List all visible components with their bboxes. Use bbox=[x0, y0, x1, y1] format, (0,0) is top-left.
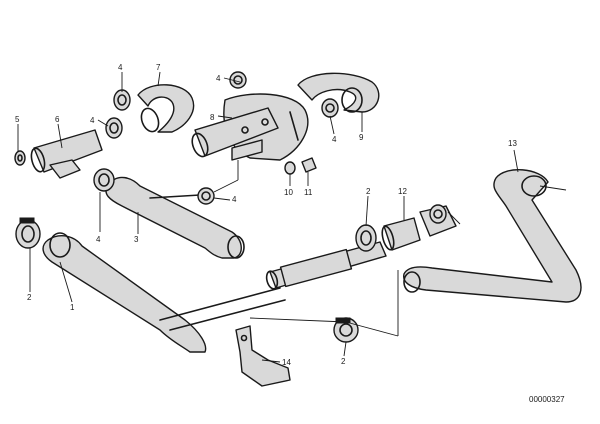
hose-1[interactable] bbox=[42, 232, 286, 353]
clamp-4-c[interactable] bbox=[93, 168, 115, 192]
callout-4-b: 4 bbox=[90, 116, 95, 125]
valve-assembly[interactable] bbox=[189, 93, 309, 161]
clamp-4-e[interactable] bbox=[321, 98, 339, 118]
bracket-14[interactable] bbox=[235, 325, 291, 387]
callout-13: 13 bbox=[508, 139, 517, 148]
callout-4-f: 4 bbox=[232, 195, 237, 204]
hose-6[interactable] bbox=[29, 129, 103, 179]
ring-10[interactable] bbox=[284, 161, 296, 175]
callout-3: 3 bbox=[134, 235, 139, 244]
hose-13[interactable] bbox=[403, 169, 582, 303]
callout-7: 7 bbox=[156, 63, 161, 72]
callout-2-left: 2 bbox=[27, 293, 32, 302]
callout-labels: 1 2 2 2 3 4 4 4 4 4 4 5 6 7 8 9 10 11 12… bbox=[15, 63, 517, 367]
hose-7[interactable] bbox=[137, 84, 195, 134]
clamp-4-b[interactable] bbox=[105, 117, 123, 139]
leader-lines bbox=[17, 71, 567, 363]
ring-5[interactable] bbox=[14, 150, 26, 166]
callout-11: 11 bbox=[304, 188, 313, 197]
callout-6: 6 bbox=[55, 115, 60, 124]
callout-1: 1 bbox=[70, 303, 75, 312]
callout-10: 10 bbox=[284, 188, 293, 197]
callout-12: 12 bbox=[398, 187, 407, 196]
callout-2-center: 2 bbox=[366, 187, 371, 196]
callout-5: 5 bbox=[15, 115, 20, 124]
callout-2-bottom: 2 bbox=[341, 357, 346, 366]
clamp-4-a[interactable] bbox=[113, 89, 131, 111]
clamp-2-left[interactable] bbox=[15, 217, 41, 249]
hose-3[interactable] bbox=[105, 176, 245, 259]
callout-4-c: 4 bbox=[96, 235, 101, 244]
callout-14: 14 bbox=[282, 358, 291, 367]
clamp-4-g[interactable] bbox=[429, 204, 447, 224]
ring-11[interactable] bbox=[301, 157, 317, 173]
callout-4-e: 4 bbox=[332, 135, 337, 144]
callout-8: 8 bbox=[210, 113, 215, 122]
callout-4-d: 4 bbox=[216, 74, 221, 83]
clamp-2-center[interactable] bbox=[355, 224, 377, 252]
document-number: 00000327 bbox=[529, 395, 565, 404]
clamp-4-d[interactable] bbox=[229, 71, 247, 89]
pipe-center[interactable] bbox=[265, 241, 387, 290]
callout-4-a: 4 bbox=[118, 63, 123, 72]
callout-9: 9 bbox=[359, 133, 364, 142]
clamp-4-f[interactable] bbox=[197, 187, 215, 205]
